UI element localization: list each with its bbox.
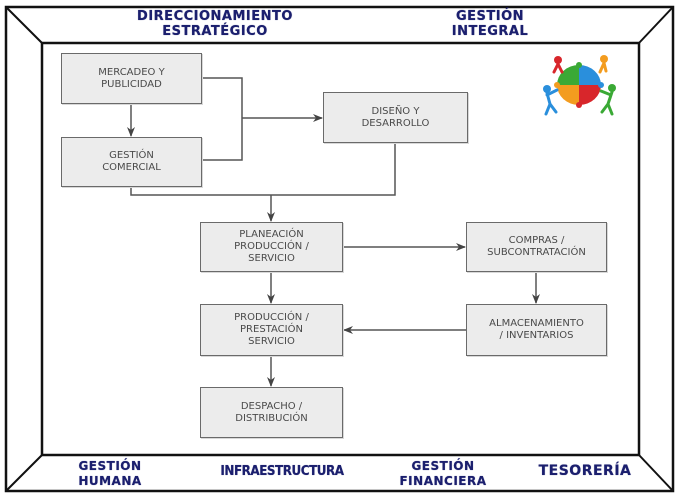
label-text: INFRAESTRUCTURA bbox=[220, 464, 344, 479]
figure-green bbox=[599, 84, 616, 116]
outer-frame bbox=[4, 5, 675, 493]
box-label: DISEÑO Y DESARROLLO bbox=[361, 105, 430, 129]
puzzle-piece-green bbox=[557, 65, 579, 85]
figure-blue bbox=[543, 85, 559, 116]
label-gestion-integral: GESTIÓN INTEGRAL bbox=[430, 9, 550, 39]
box-despacho-distribucion: DESPACHO / DISTRIBUCIÓN bbox=[200, 387, 343, 438]
box-label: MERCADEO Y PUBLICIDAD bbox=[98, 66, 165, 90]
box-label: COMPRAS / SUBCONTRATACIÓN bbox=[487, 235, 586, 258]
connector-bracket-left bbox=[202, 77, 243, 161]
label-text: GESTIÓN HUMANA bbox=[78, 459, 142, 488]
frame-corner-br bbox=[638, 454, 674, 492]
box-label: PRODUCCIÓN / PRESTACIÓN SERVICIO bbox=[234, 312, 309, 347]
box-label: PLANEACIÓN PRODUCCIÓN / SERVICIO bbox=[234, 229, 309, 264]
label-text: DIRECCIONAMIENTO ESTRATÉGICO bbox=[137, 9, 293, 39]
box-diseno-desarrollo: DISEÑO Y DESARROLLO bbox=[323, 92, 468, 143]
box-compras-subcontratacion: COMPRAS / SUBCONTRATACIÓN bbox=[466, 222, 607, 272]
label-tesoreria: TESORERÍA bbox=[530, 464, 640, 479]
frame-corner-tr bbox=[638, 6, 674, 44]
label-direccionamiento-estrategico: DIRECCIONAMIENTO ESTRATÉGICO bbox=[110, 9, 320, 39]
label-text: GESTIÓN INTEGRAL bbox=[451, 9, 529, 39]
box-produccion-prestacion: PRODUCCIÓN / PRESTACIÓN SERVICIO bbox=[200, 304, 343, 356]
box-mercadeo-publicidad: MERCADEO Y PUBLICIDAD bbox=[61, 53, 202, 104]
frame-corner-bl bbox=[5, 454, 43, 492]
box-planeacion-produccion: PLANEACIÓN PRODUCCIÓN / SERVICIO bbox=[200, 222, 343, 272]
connector-bracket-bottom bbox=[130, 143, 396, 196]
label-gestion-financiera: GESTIÓN FINANCIERA bbox=[388, 459, 498, 489]
box-label: GESTIÓN COMERCIAL bbox=[102, 150, 161, 173]
figure-red bbox=[552, 56, 564, 74]
puzzle-piece-blue bbox=[579, 65, 601, 85]
box-label: DESPACHO / DISTRIBUCIÓN bbox=[235, 400, 308, 424]
box-gestion-comercial: GESTIÓN COMERCIAL bbox=[61, 137, 202, 187]
box-almacenamiento-inventarios: ALMACENAMIENTO / INVENTARIOS bbox=[466, 304, 607, 356]
label-gestion-humana: GESTIÓN HUMANA bbox=[60, 459, 160, 489]
figure-orange bbox=[598, 55, 608, 74]
puzzle-piece-orange bbox=[557, 85, 579, 105]
label-infraestructura: INFRAESTRUCTURA bbox=[218, 464, 347, 479]
puzzle-piece-red bbox=[579, 85, 601, 105]
frame-corner-tl bbox=[5, 6, 43, 44]
label-text: TESORERÍA bbox=[538, 463, 632, 479]
inner-frame bbox=[40, 41, 641, 457]
label-text: GESTIÓN FINANCIERA bbox=[399, 459, 487, 488]
teamwork-puzzle-icon bbox=[543, 55, 616, 116]
box-label: ALMACENAMIENTO / INVENTARIOS bbox=[489, 318, 584, 341]
